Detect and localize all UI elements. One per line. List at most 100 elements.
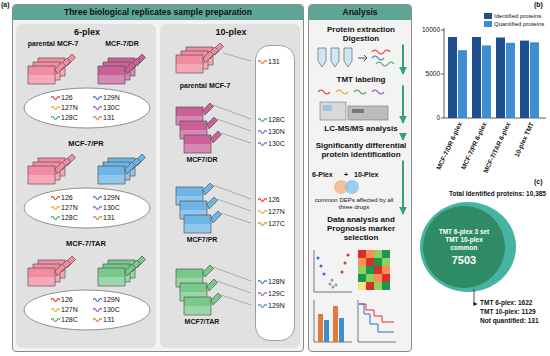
panel-letter: (c) [534,178,548,186]
tag-leader-lines [221,133,251,143]
axis-category: 10-plex TMT [513,121,536,158]
bar-chart-icon [339,318,344,342]
panel-box: Three biological replicates sample prepa… [12,4,304,352]
ellipse-outline [23,187,151,229]
tag-slot: 130C [103,103,120,113]
axis-category: MCF-7/DR 6-plex [435,121,464,171]
heatmap-icon [358,282,366,290]
label-slot: + [344,171,352,179]
heatmap-icon [358,274,366,282]
tag-squiggle-line [258,293,267,296]
tag-squiggle [258,221,267,227]
culture-flasks [98,162,136,184]
tag-slot: 130C [103,305,120,315]
tag-number: 129N [103,295,120,305]
tag-slot: 131 [103,113,115,123]
culture-flasks [176,51,214,73]
process-step: Protein extraction Digestion [312,25,410,43]
tag-squiggle-line [258,61,267,64]
volcano-plot-icon [344,262,347,265]
panel-header: Analysis [309,5,411,20]
tag-squiggle-line [51,107,60,110]
tag-ellipse: 126127N128C129N130C131 [23,87,151,129]
venn-outer [474,289,477,304]
bar-chart [482,45,491,118]
label-slot: (b) [534,1,548,9]
cell-line-label: MCF7/PR [162,236,242,244]
tag-number: 130C [103,103,120,113]
label-slot: MCF-7/TAR 6-plex [482,121,512,174]
digestion-icon [358,58,366,59]
tag-squiggle [258,303,267,309]
tag-slot: 127N [61,103,78,113]
label-slot: 0 [418,114,440,121]
volcano-plot-icon [314,250,352,292]
tag-slot: 129N [268,301,285,311]
label-slot: parental MCF-7 [162,82,248,90]
heatmap-icon [366,274,374,282]
tag-squiggle-line [51,97,60,100]
tag-leader-lines [217,119,251,131]
tag-slot: 129N [103,193,120,203]
venn-outer [420,202,516,292]
bar-chart [441,118,444,119]
volcano-plot-icon [317,257,320,260]
step-text: TMT labeling [312,75,410,84]
tag-squiggle [258,59,267,65]
digestion-icon [372,56,384,60]
tag-number: 128C [61,213,78,223]
process-step: Data analysis and Prognosis marker selec… [312,215,410,243]
tag-slot: 126 [61,193,73,203]
bar-chart [441,28,546,118]
ellipse-shape [24,290,150,330]
plex-label: 10-Plex [354,171,392,179]
tag-leader-lines [221,295,251,305]
ellipse-shape [24,188,150,228]
tag-slot: 129C [268,289,285,299]
label-slot: TMT 6-plex: 1622 [480,299,548,306]
tag-number: 130C [268,139,285,149]
tag-squiggle-line [93,117,102,120]
label-slot: Total Identified proteins: 10,385 [426,190,546,197]
tag-squiggle [258,197,267,203]
note-text: common DEPs affected by all three drugs [312,197,396,211]
heatmap-icon [382,282,390,290]
tube-shape [256,46,295,341]
cell-line-label: MCF-7/DR [90,40,154,48]
tag-leader-lines [213,267,251,281]
tag-number: 131 [268,57,280,67]
tag-squiggle [51,297,60,303]
volcano-plot-icon [314,250,352,292]
tag-squiggle [258,209,267,215]
heatmap-icon [366,282,374,290]
tag-slot: 130C [268,139,285,149]
tag-squiggle [93,307,102,313]
heatmap-icon [366,250,374,258]
digestion-icon [376,62,394,66]
heatmap-icon [358,250,366,258]
label-slot: parental MCF-7 [18,40,88,48]
tag-squiggle-line [93,207,102,210]
tag-squiggle-line [93,299,102,302]
heatmap-icon [358,258,366,266]
tag-squiggle [93,205,102,211]
axis-tick: 0 [418,114,440,121]
step-text: Protein extraction Digestion [312,25,410,43]
volcano-plot-icon [323,273,326,276]
tag-number: 126 [268,195,280,205]
label-slot: 10000 [418,26,440,33]
heatmap-icon [374,266,382,274]
tag-squiggle-line [93,197,102,200]
volcano-plot-icon [329,283,332,286]
digestion-icon [364,55,367,61]
tag-leader-lines [213,185,251,199]
panel-header: Three biological replicates sample prepa… [13,5,303,20]
legend-slot: Quantified proteins [494,20,544,28]
heatmap-icon [366,266,374,274]
legend-slot: Identified proteins [494,12,541,20]
tag-squiggle [93,95,102,101]
tag-number: 127N [61,203,78,213]
tmt-label-icon [318,90,330,94]
cell-line-label: MCF7/TAR [162,318,242,326]
tag-squiggle-line [51,197,60,200]
